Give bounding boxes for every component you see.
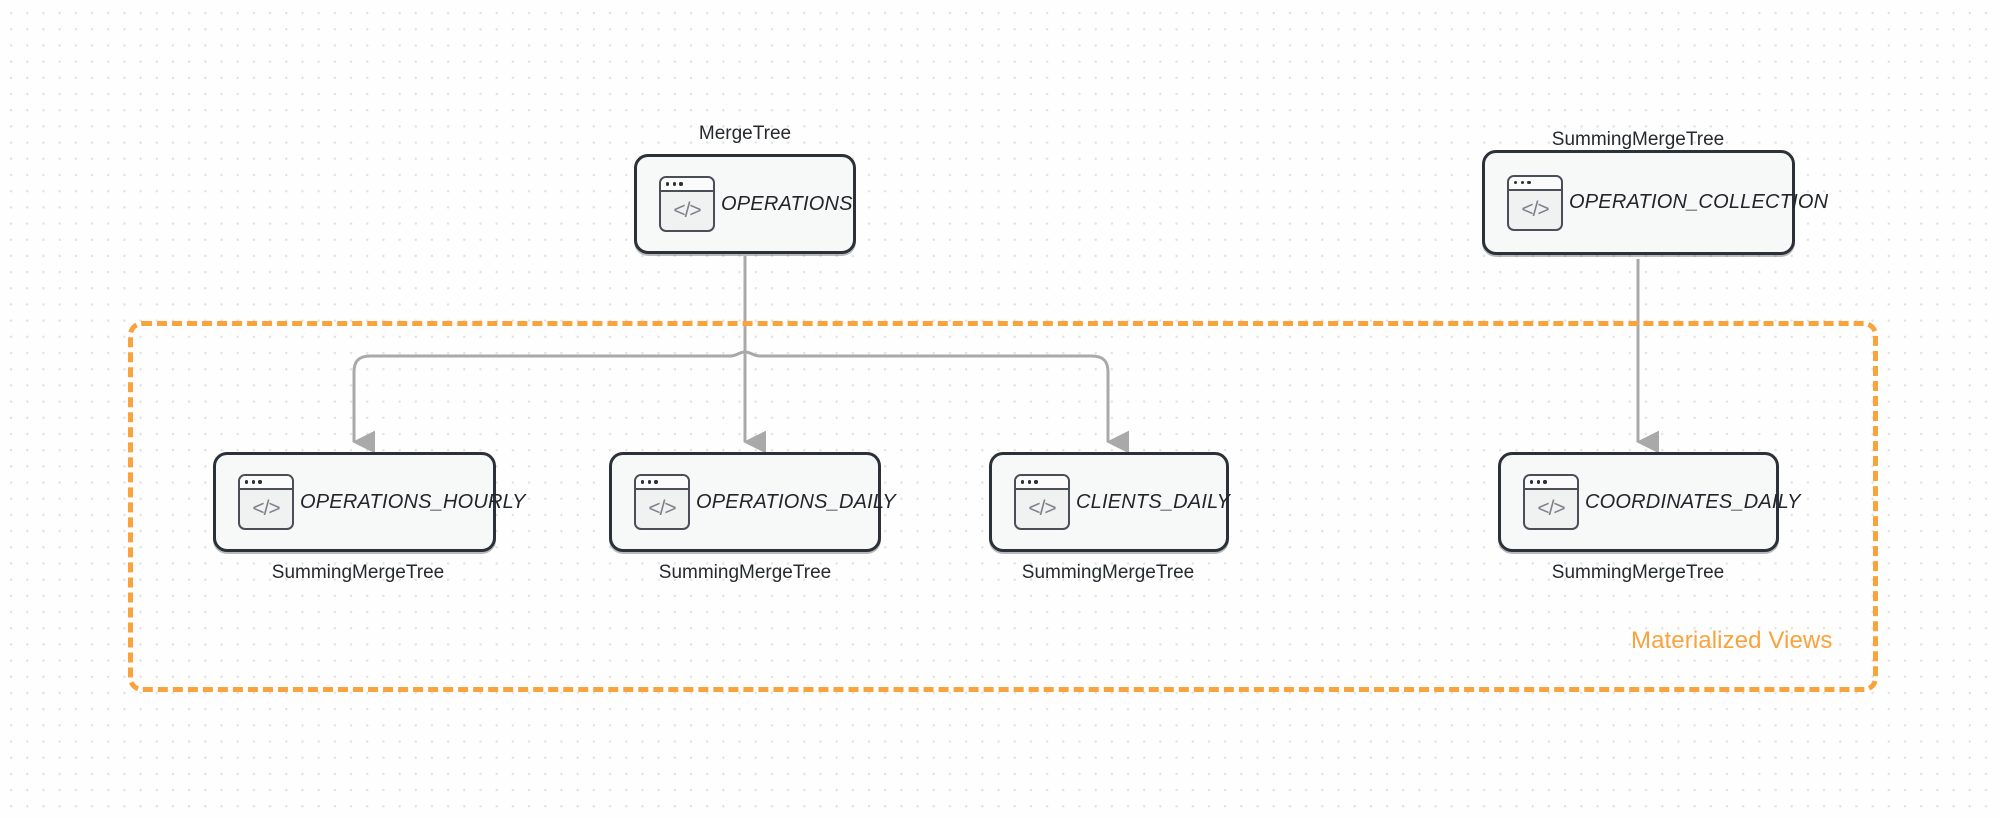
- titlebar-dot: [654, 480, 658, 484]
- titlebar-dot: [1527, 180, 1531, 185]
- code-glyph: </>: [648, 497, 676, 520]
- node-title: OPERATIONS_DAILY: [696, 490, 896, 513]
- titlebar-dot: [1530, 480, 1534, 484]
- titlebar-dot: [1027, 480, 1031, 484]
- engine-label-operations-hourly: SummingMergeTree: [271, 562, 445, 583]
- titlebar-dot: [251, 480, 255, 484]
- code-window-icon: </>: [1014, 474, 1070, 530]
- engine-label-operations-daily: SummingMergeTree: [658, 562, 832, 583]
- node-coordinates-daily[interactable]: </> COORDINATES_DAILY: [1498, 452, 1800, 552]
- engine-label-coordinates-daily: SummingMergeTree: [1551, 562, 1725, 583]
- icon-titlebar: [1509, 176, 1561, 191]
- code-glyph: </>: [1028, 497, 1056, 520]
- node-clients-daily[interactable]: </> CLIENTS_DAILY: [989, 452, 1230, 552]
- node-title: CLIENTS_DAILY: [1076, 490, 1231, 513]
- titlebar-dot: [245, 480, 249, 484]
- code-glyph: </>: [252, 497, 280, 520]
- icon-titlebar: [1016, 476, 1068, 490]
- code-glyph: </>: [1537, 497, 1565, 520]
- node-title: OPERATIONS_HOURLY: [300, 490, 526, 513]
- icon-titlebar: [240, 476, 292, 490]
- titlebar-dot: [1536, 480, 1540, 484]
- engine-label-operation-collection: SummingMergeTree: [1551, 129, 1725, 150]
- node-title: OPERATIONS: [721, 192, 853, 215]
- engine-label-operations: MergeTree: [698, 123, 792, 144]
- code-window-icon: </>: [1523, 474, 1579, 530]
- node-operations-daily[interactable]: </> OPERATIONS_DAILY: [609, 452, 896, 552]
- titlebar-dot: [258, 480, 262, 484]
- code-glyph: </>: [673, 199, 701, 222]
- node-operation-collection[interactable]: </> OPERATION_COLLECTION: [1482, 150, 1828, 255]
- node-title: OPERATION_COLLECTION: [1569, 191, 1829, 213]
- titlebar-dot: [1543, 480, 1547, 484]
- code-window-icon: </>: [659, 176, 715, 232]
- icon-titlebar: [1525, 476, 1577, 490]
- code-window-icon: </>: [634, 474, 690, 530]
- code-window-icon: </>: [1507, 174, 1563, 231]
- titlebar-dot: [666, 182, 670, 186]
- titlebar-dot: [672, 182, 676, 186]
- materialized-views-group-label: Materialized Views: [1631, 627, 1833, 654]
- titlebar-dot: [1034, 480, 1038, 484]
- code-glyph: </>: [1521, 197, 1549, 221]
- titlebar-dot: [1021, 480, 1025, 484]
- engine-label-clients-daily: SummingMergeTree: [1021, 562, 1195, 583]
- node-operations[interactable]: </> OPERATIONS: [634, 154, 856, 254]
- icon-titlebar: [636, 476, 688, 490]
- titlebar-dot: [641, 480, 645, 484]
- node-operations-hourly[interactable]: </> OPERATIONS_HOURLY: [213, 452, 525, 552]
- titlebar-dot: [679, 182, 683, 186]
- titlebar-dot: [647, 480, 651, 484]
- code-window-icon: </>: [238, 474, 294, 530]
- titlebar-dot: [1520, 180, 1524, 185]
- titlebar-dot: [1514, 180, 1518, 185]
- node-title: COORDINATES_DAILY: [1585, 490, 1801, 513]
- materialized-views-group: [128, 321, 1878, 692]
- icon-titlebar: [661, 178, 713, 192]
